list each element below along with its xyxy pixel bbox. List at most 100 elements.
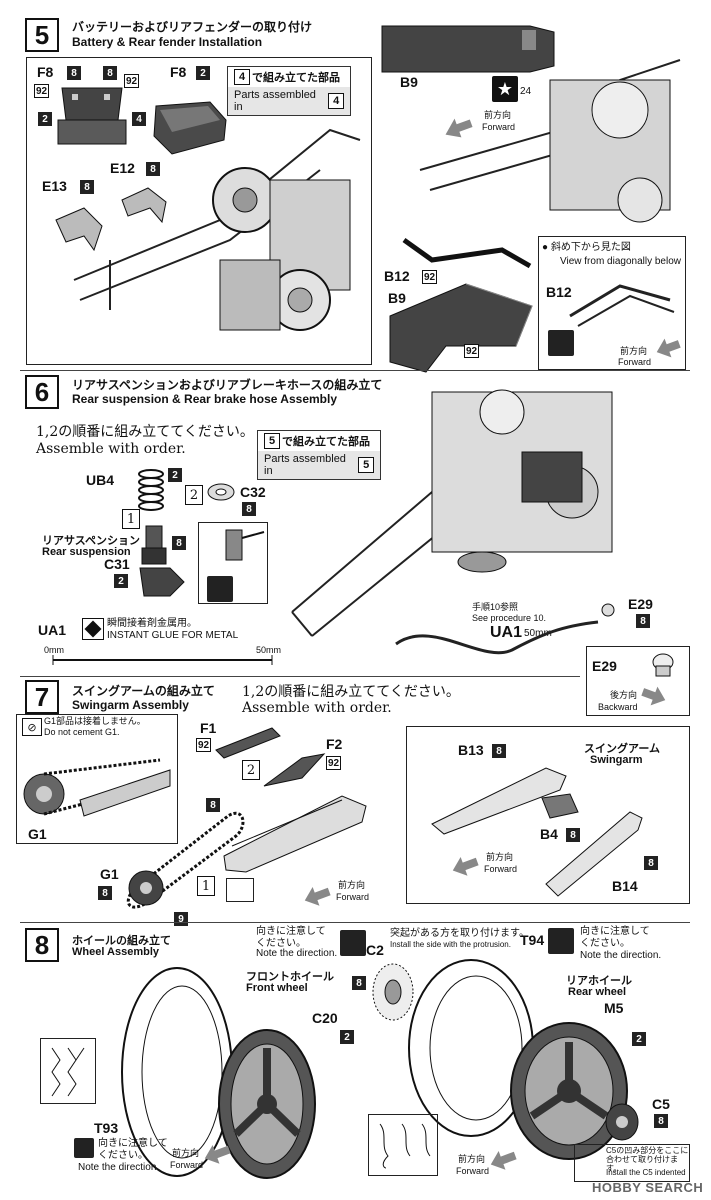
step-7-title-en: Swingarm Assembly: [72, 698, 189, 712]
order-note-en-7: Assemble with order.: [242, 700, 392, 716]
forward-jp-8a: 前方向: [172, 1148, 200, 1158]
forward-arrow-icon: [445, 118, 473, 138]
label-c20: C20: [312, 1010, 338, 1026]
forward-en-8a: Forward: [170, 1160, 204, 1170]
badge-2: 2: [340, 1030, 354, 1044]
e13-bracket-drawing: [55, 207, 103, 252]
badge-8: 8: [172, 536, 186, 550]
e29-detail-box: [586, 646, 690, 716]
label-b12-inset: B12: [546, 284, 572, 300]
order-note-jp-6: 1,2の順番に組み立ててください。: [36, 424, 254, 440]
g1-detail-box: [16, 714, 178, 844]
step6-frame-drawing: [291, 389, 613, 637]
label-b9-bottom: B9: [388, 290, 406, 306]
label-f8-mid: F8: [170, 64, 187, 80]
battery-part-drawing: [57, 87, 127, 145]
label-c31: C31: [104, 556, 130, 572]
label-e29: E29: [628, 596, 653, 612]
star-decal-icon: ★: [492, 76, 518, 102]
badge-8: 8: [352, 976, 366, 990]
divider-7-8: [20, 922, 690, 923]
badge-8: 8: [654, 1114, 668, 1128]
order-note-jp-7: 1,2の順番に組み立ててください。: [242, 684, 460, 700]
view-below-jp: ● 斜め下から見た図: [542, 242, 631, 253]
direction-jp-b: 向きに注意して ください。: [580, 926, 650, 949]
swingarm-drawing: [223, 795, 367, 873]
step-5-title-jp: バッテリーおよびリアフェンダーの取り付け: [72, 20, 313, 34]
b13-arm-drawing: [431, 767, 567, 835]
g1-chain-drawing: [23, 758, 171, 817]
label-f8-left: F8: [37, 64, 54, 80]
label-b13: B13: [458, 742, 484, 758]
front-wheel-jp: フロントホイール: [246, 971, 334, 983]
b9-battery-drawing: [381, 25, 555, 73]
badge-2: 2: [168, 468, 182, 482]
badge-8: 8: [242, 502, 256, 516]
e29-detail-drawing: [652, 653, 674, 677]
susp-label-en: Rear suspension: [42, 546, 131, 558]
c5-hub-drawing: [605, 1103, 639, 1141]
label-c2: C2: [366, 942, 384, 958]
forward-arrow-icon: [204, 1144, 231, 1164]
label-e13: E13: [42, 178, 67, 194]
parts-ref-num: 5: [264, 433, 280, 449]
rear-wheel-jp: リアホイール: [566, 975, 632, 987]
no-cement-box-7: [226, 878, 254, 902]
step-6-title-jp: リアサスペンションおよびリアブレーキホースの組み立て: [72, 378, 383, 392]
b4-part-drawing: [541, 793, 579, 819]
direction-en-a: Note the direction.: [256, 948, 338, 959]
divider-5-6: [20, 370, 690, 371]
badge-8: 8: [206, 798, 220, 812]
label-b9-top: B9: [400, 74, 418, 90]
label-t93: T93: [94, 1120, 119, 1136]
badge-8: 8: [67, 66, 81, 80]
parts-ref-jp: で組み立てた部品: [282, 436, 370, 448]
label-c5: C5: [652, 1096, 670, 1112]
direction-mark-icon: [74, 1138, 94, 1158]
badge-92: 92: [124, 74, 140, 88]
label-f1: F1: [200, 720, 217, 736]
badge-92: 92: [326, 756, 342, 770]
direction-en-b: Note the direction.: [580, 950, 662, 961]
step-8-title-jp: ホイールの組み立て: [72, 935, 171, 947]
badge-2: 2: [196, 66, 210, 80]
g1-note-en: Do not cement G1.: [44, 727, 120, 737]
label-c32: C32: [240, 484, 266, 500]
step-6-title-en: Rear suspension & Rear brake hose Assemb…: [72, 392, 337, 406]
glue-en: INSTANT GLUE FOR METAL: [107, 630, 239, 641]
label-e12: E12: [110, 160, 135, 176]
step5-frame-engine-drawing: [73, 128, 361, 331]
forward-arrow-icon: [304, 886, 331, 906]
forward-en-7a: Forward: [336, 892, 370, 902]
ua1-length: 50mm: [524, 628, 552, 639]
badge-8: 8: [492, 744, 506, 758]
direction-mark-icon: [548, 928, 574, 954]
divider-6-7: [20, 676, 580, 677]
b14-arm-drawing: [545, 811, 643, 897]
badge-8: 8: [98, 886, 112, 900]
f8-tray-drawing: [153, 101, 227, 155]
badge-8: 8: [146, 162, 160, 176]
label-e29-detail: E29: [592, 658, 617, 674]
label-g1: G1: [28, 826, 47, 842]
parts-ref-en: Parts assembled in: [264, 453, 346, 477]
sprocket-drawing: [128, 870, 164, 906]
c31-shock-drawing: [139, 525, 185, 597]
ref-proc-en: See procedure 10.: [472, 613, 547, 623]
parts-ref-num-2: 5: [358, 457, 374, 473]
backward-arrow-icon: [641, 686, 666, 706]
direction-jp-c: 向きに注意して ください。: [98, 1138, 168, 1161]
drive-chain-drawing: [126, 812, 245, 909]
badge-8: 8: [80, 180, 94, 194]
front-wheel-en: Front wheel: [246, 982, 308, 994]
parts-ref-num-2: 4: [328, 93, 344, 109]
parts-ref-jp: で組み立てた部品: [252, 72, 340, 84]
c5-note-jp: C5の凹み部分をここに合わせて取り付けます。: [606, 1146, 689, 1174]
decal-24-label: 24: [520, 86, 532, 97]
step-order-1-7: 1: [197, 876, 215, 896]
order-note-en-6: Assemble with order.: [36, 441, 186, 457]
badge-92: 92: [422, 270, 438, 284]
badge-2: 2: [38, 112, 52, 126]
step-6-number: 6: [25, 375, 59, 409]
f2-cover-drawing: [263, 753, 326, 787]
